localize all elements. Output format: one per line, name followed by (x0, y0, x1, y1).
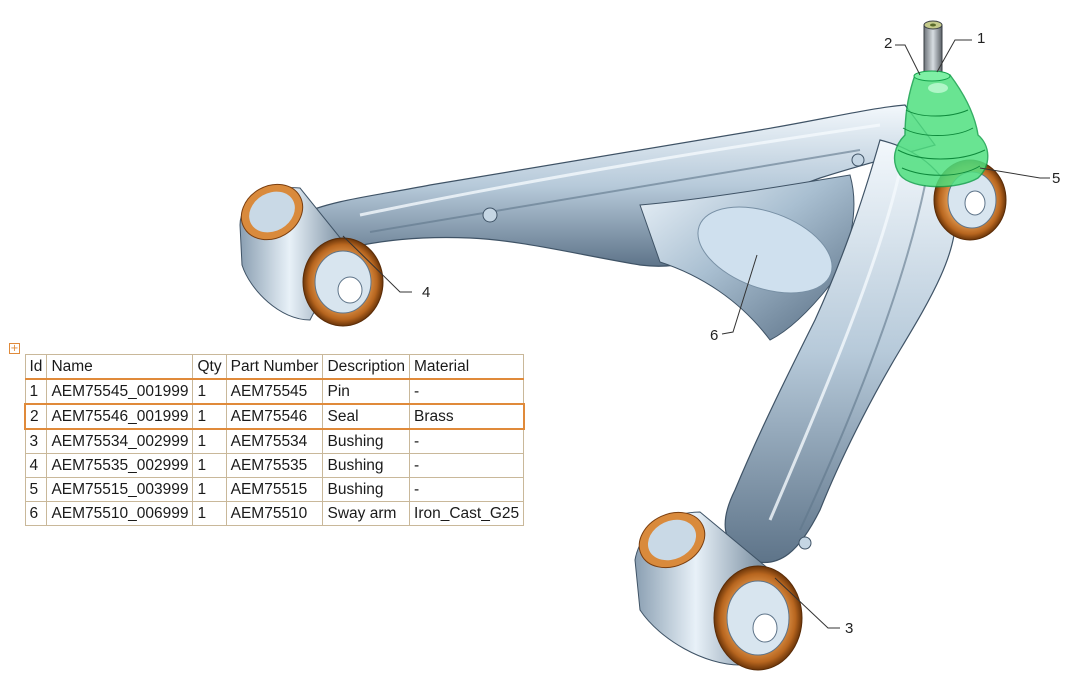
bom-cell-id: 1 (24, 378, 48, 405)
bom-cell-id: 4 (24, 453, 48, 478)
bom-cell-part-number: AEM75535 (225, 453, 324, 478)
bom-cell-part-number: AEM75534 (225, 428, 324, 454)
leader-line-4 (342, 235, 412, 293)
bom-cell-material: Brass (409, 403, 525, 430)
bushing-part-3 (634, 511, 803, 671)
seal-part-2 (893, 70, 989, 188)
bom-cell-id: 2 (24, 403, 48, 430)
callout-label-5: 5 (1052, 170, 1060, 187)
bom-header-row: Id Name Qty Part Number Description Mate… (24, 354, 525, 380)
callout-label-2: 2 (884, 35, 892, 52)
bom-cell-description: Bushing (322, 428, 411, 454)
bom-expand-toggle-icon[interactable]: + (9, 343, 20, 354)
callout-label-4: 4 (422, 284, 430, 301)
leader-lines (342, 39, 1050, 629)
bom-table: Id Name Qty Part Number Description Mate… (24, 354, 525, 526)
bom-cell-material: - (409, 378, 525, 405)
bom-cell-qty: 1 (192, 477, 227, 502)
bom-header-qty: Qty (192, 354, 227, 380)
callout-label-6: 6 (710, 327, 718, 344)
bom-cell-name: AEM75515_003999 (46, 477, 194, 502)
callout-label-1: 1 (977, 30, 985, 47)
bom-header-description: Description (322, 354, 411, 380)
bom-header-part-number: Part Number (225, 354, 324, 380)
bom-cell-part-number: AEM75546 (225, 403, 324, 430)
bom-cell-material: Iron_Cast_G25 (409, 501, 525, 526)
bom-cell-id: 5 (24, 477, 48, 502)
bom-cell-id: 6 (24, 501, 48, 526)
bom-cell-description: Seal (322, 403, 411, 430)
leader-line-2 (895, 44, 921, 76)
bom-cell-qty: 1 (192, 453, 227, 478)
bom-cell-name: AEM75535_002999 (46, 453, 194, 478)
callout-labels: 1 2 3 4 5 6 (422, 30, 1060, 637)
leader-line-5 (979, 167, 1050, 179)
leader-line-6 (721, 254, 758, 335)
bom-cell-description: Pin (322, 378, 411, 405)
bom-cell-name: AEM75510_006999 (46, 501, 194, 526)
bom-cell-name: AEM75546_001999 (46, 403, 194, 430)
bushing-part-4 (239, 183, 384, 327)
bom-cell-description: Bushing (322, 453, 411, 478)
bom-cell-qty: 1 (192, 403, 227, 430)
bom-cell-material: - (409, 453, 525, 478)
bom-cell-part-number: AEM75510 (225, 501, 324, 526)
callout-label-3: 3 (845, 620, 853, 637)
leader-line-3 (774, 577, 840, 629)
bom-cell-name: AEM75545_001999 (46, 378, 194, 405)
bom-cell-qty: 1 (192, 428, 227, 454)
bom-cell-material: - (409, 477, 525, 502)
bom-cell-id: 3 (24, 428, 48, 454)
bom-cell-description: Sway arm (322, 501, 411, 526)
bom-cell-qty: 1 (192, 378, 227, 405)
sway-arm-part (298, 104, 957, 564)
pin-part-1 (923, 20, 943, 74)
bom-cell-name: AEM75534_002999 (46, 428, 194, 454)
upper-arm-left (298, 104, 937, 267)
bom-cell-material: - (409, 428, 525, 454)
bom-header-name: Name (46, 354, 194, 380)
bom-header-material: Material (409, 354, 525, 380)
leader-line-1 (936, 39, 972, 73)
bom-cell-description: Bushing (322, 477, 411, 502)
bom-cell-part-number: AEM75515 (225, 477, 324, 502)
bom-cell-qty: 1 (192, 501, 227, 526)
bom-header-id: Id (24, 354, 48, 380)
bom-cell-part-number: AEM75545 (225, 378, 324, 405)
